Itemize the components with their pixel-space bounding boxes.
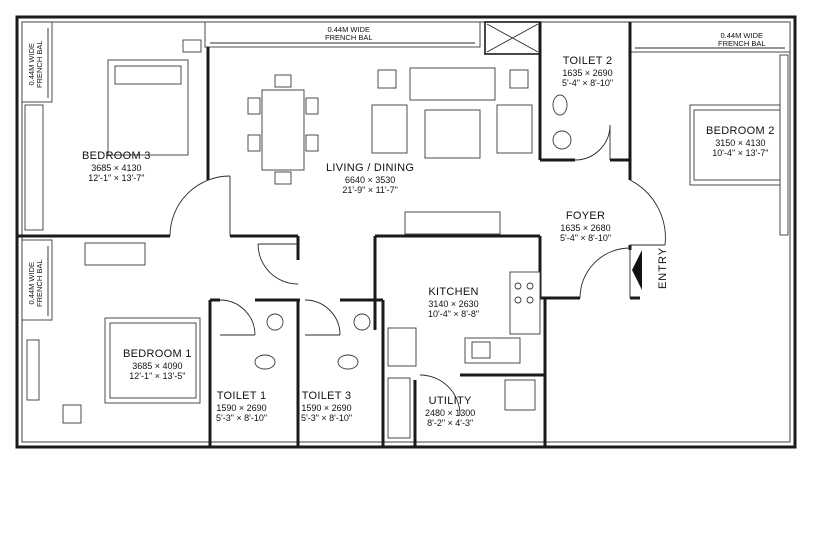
bed-bedroom3-icon — [107, 59, 189, 156]
basin-toilet3-icon — [353, 313, 371, 331]
shaft-kitchen-icon — [387, 377, 411, 439]
wc-toilet2-icon — [552, 94, 568, 116]
basin-toilet1-icon — [266, 313, 284, 331]
wardrobe-bedroom3-icon — [24, 104, 44, 231]
sofa-set-icon — [371, 67, 533, 159]
washing-machine-icon — [504, 379, 536, 411]
balcony-top-right-label: 0.44M WIDE FRENCH BAL — [718, 31, 766, 49]
bedroom2-label: BEDROOM 2 3150 × 4130 10'-4" × 13'-7" — [706, 125, 775, 158]
french-balcony-top-right — [629, 21, 791, 53]
dining-table-icon — [247, 74, 319, 185]
basin-toilet2-icon — [552, 130, 572, 150]
toilet3-label: TOILET 3 1590 × 2690 5'-3" × 8'-10" — [301, 390, 353, 423]
french-balcony-top — [204, 21, 481, 48]
side-table-bedroom3-icon — [182, 39, 202, 53]
kitchen-label: KITCHEN 3140 × 2630 10'-4" × 8'-8" — [428, 286, 480, 319]
balcony-top-label: 0.44M WIDE FRENCH BAL — [325, 25, 373, 43]
balcony-left-lower-label: 0.44M WIDE FRENCH BAL — [26, 259, 44, 308]
entry-label: ENTRY — [657, 246, 670, 290]
bedroom1-label: BEDROOM 1 3685 × 4090 12'-1" × 13'-5" — [123, 348, 192, 381]
bed-bedroom1-icon — [104, 317, 201, 404]
bed-bedroom2-icon — [689, 104, 786, 186]
toilet1-label: TOILET 1 1590 × 2690 5'-3" × 8'-10" — [216, 390, 268, 423]
foyer-label: FOYER 1635 × 2680 5'-4" × 8'-10" — [560, 210, 612, 243]
doors — [169, 124, 666, 416]
balcony-left-upper-label: 0.44M WIDE FRENCH BAL — [26, 40, 44, 89]
wardrobe-bedroom1-icon — [84, 242, 146, 266]
wc-toilet3-icon — [337, 354, 359, 370]
bedroom3-label: BEDROOM 3 3685 × 4130 12'-1" × 13'-7" — [82, 150, 151, 183]
wardrobe-bedroom2-icon — [779, 54, 789, 236]
desk-bedroom1-icon — [26, 339, 40, 401]
wc-toilet1-icon — [254, 354, 276, 370]
utility-label: UTILITY 2480 × 1300 8'-2" × 4'-3" — [425, 395, 476, 428]
french-balcony-left-lower — [21, 239, 53, 321]
living-dining-label: LIVING / DINING 6640 × 3530 21'-9" × 11'… — [326, 162, 415, 195]
chair-bedroom1-icon — [62, 404, 82, 424]
toilet2-label: TOILET 2 1635 × 2690 5'-4" × 8'-10" — [562, 55, 614, 88]
kitchen-counter-icon — [387, 211, 541, 367]
entry-arrow-icon — [632, 250, 642, 290]
french-balcony-left-upper — [21, 21, 53, 103]
